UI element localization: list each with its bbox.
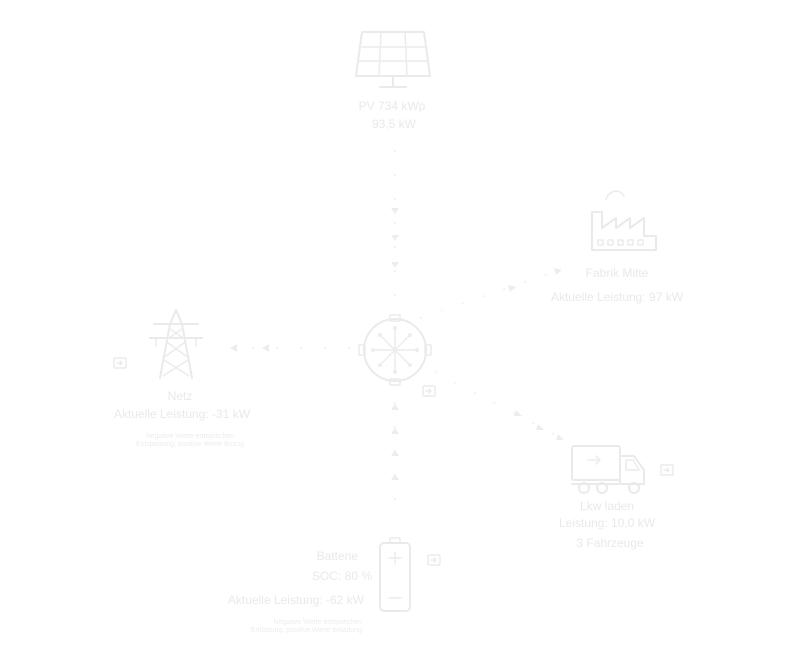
flow-hub-to-grid	[230, 344, 350, 352]
pv-name: PV 734 kWp	[358, 99, 426, 113]
power-tower-icon	[149, 309, 203, 379]
truck-value: Leistung: 10,0 kW	[558, 516, 656, 530]
hub-open-detail-icon[interactable]	[422, 385, 436, 397]
flow-pv-to-hub	[391, 150, 399, 300]
flow-hub-to-truck	[434, 371, 566, 441]
grid-note-line2: Einspeisung, positive Werte Bezug	[135, 441, 245, 448]
energy-hub-icon	[358, 314, 432, 386]
truck-open-detail-icon[interactable]	[660, 464, 674, 476]
factory-name: Fabrik Mitte	[585, 266, 649, 280]
flow-hub-to-factory	[419, 268, 562, 319]
battery-soc: SOC: 80 %	[311, 569, 372, 583]
grid-name: Netz	[167, 389, 193, 403]
solar-panel-icon	[355, 31, 431, 88]
truck-icon	[571, 445, 645, 494]
battery-icon	[379, 537, 411, 612]
battery-open-detail-icon[interactable]	[427, 554, 441, 566]
factory-value: Aktuelle Leistung: 97 kW	[550, 290, 684, 304]
battery-note-line1: Negative Werte entsprechen	[273, 619, 362, 626]
grid-note-line1: Negative Werte entsprechen	[145, 433, 235, 440]
truck-name: Lkw laden	[579, 499, 635, 513]
grid-value: Aktuelle Leistung: -31 kW	[113, 407, 251, 421]
flow-battery-to-hub	[391, 398, 399, 500]
truck-extra: 3 Fahrzeuge	[576, 536, 644, 550]
battery-name: Batterie	[316, 549, 358, 563]
battery-note-line2: Entladung, positive Werte Beladung	[250, 627, 362, 634]
factory-icon	[591, 190, 657, 251]
battery-value: Aktuelle Leistung: -62 kW	[227, 593, 364, 607]
pv-value: 93,5 kW	[371, 117, 417, 131]
grid-open-detail-icon[interactable]	[113, 357, 127, 369]
